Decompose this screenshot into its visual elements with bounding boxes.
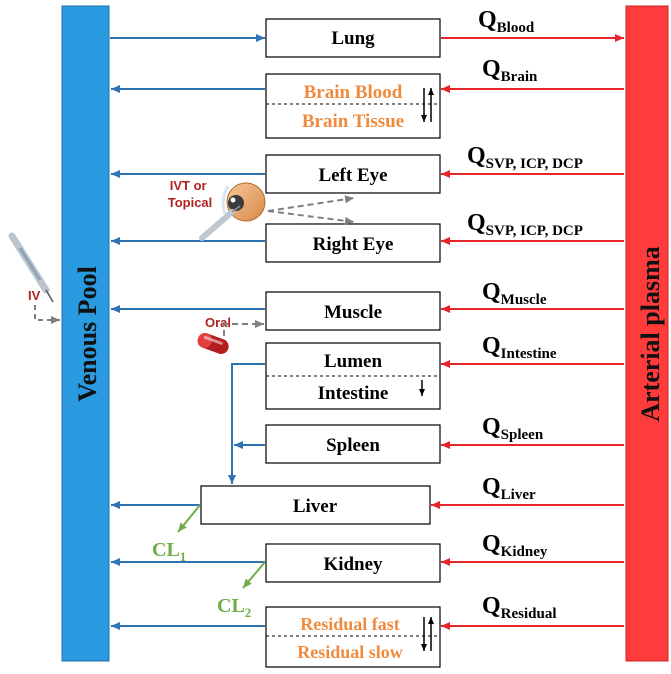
syringe-eye-icon (199, 205, 241, 241)
lumen-label: Lumen (324, 351, 383, 372)
flow-label-residual: QResidual (482, 593, 557, 622)
left-eye-label: Left Eye (318, 165, 387, 186)
flow-label-kidney: QKidney (482, 531, 548, 560)
flow-label-muscle: QMuscle (482, 279, 547, 308)
flow-label-right-eye: QSVP, ICP, DCP (467, 210, 583, 239)
left-eye-box (265, 154, 441, 194)
cl1-label: CL1 (152, 539, 186, 564)
ivt-to-right-eye-arrow (267, 210, 355, 225)
liver-box (200, 485, 431, 525)
kidney-label: Kidney (323, 554, 383, 575)
iv-syringe-icon (8, 232, 54, 303)
oral-dose-arrow (223, 320, 264, 336)
flow-label-blood: QBlood (478, 7, 535, 36)
spleen-box (265, 424, 441, 464)
oral-label: Oral (205, 315, 231, 330)
arterial-plasma-bar (625, 5, 669, 662)
iv-label: IV (28, 288, 41, 303)
brain-box (265, 73, 441, 139)
right-eye-box (265, 223, 441, 263)
intestine-to-liver-portal-arrow (228, 363, 265, 484)
right-eye-label: Right Eye (313, 234, 394, 255)
eye-icon (221, 182, 266, 222)
flow-label-left-eye: QSVP, ICP, DCP (467, 143, 583, 172)
kidney-clearance-arrow (242, 561, 266, 589)
flow-label-spleen: QSpleen (482, 414, 544, 443)
flow-label-liver: QLiver (482, 474, 536, 503)
kidney-box (265, 543, 441, 583)
muscle-label: Muscle (324, 302, 382, 323)
flow-label-intestine: QIntestine (482, 333, 557, 362)
spleen-label: Spleen (326, 435, 380, 456)
brain-blood-label: Brain Blood (304, 82, 403, 103)
brain-tissue-label: Brain Tissue (302, 111, 404, 132)
flow-label-brain: QBrain (482, 56, 538, 85)
lung-label: Lung (331, 28, 375, 49)
ivt-topical-label: IVT or Topical (168, 178, 213, 210)
liver-label: Liver (293, 496, 338, 517)
intestine-label: Intestine (318, 383, 389, 404)
residual-fast-label: Residual fast (300, 614, 400, 634)
cl2-label: CL2 (217, 595, 251, 620)
ivt-to-left-eye-arrow (267, 195, 355, 212)
residual-slow-label: Residual slow (297, 642, 403, 662)
pill-icon (197, 332, 229, 354)
muscle-box (265, 291, 441, 331)
venous-pool-bar (61, 5, 110, 662)
iv-dose-arrow (34, 305, 60, 324)
residual-box (265, 606, 441, 668)
arterial-plasma-label: Arterial plasma (636, 246, 665, 421)
venous-pool-label: Venous Pool (73, 266, 102, 402)
lung-box (265, 18, 441, 58)
liver-clearance-arrow (177, 504, 201, 533)
